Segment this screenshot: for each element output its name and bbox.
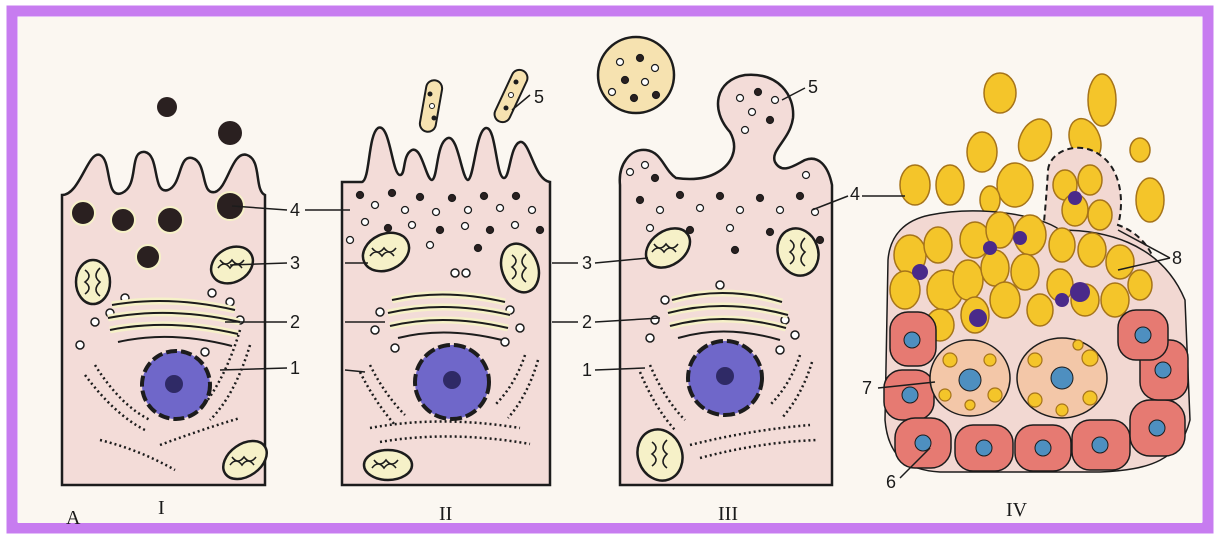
label-4: 4: [850, 184, 860, 204]
nucleus: [688, 341, 762, 415]
panel-roman-II: II: [439, 503, 452, 525]
label-5: 5: [534, 87, 544, 107]
mitochondrion: [364, 450, 412, 480]
panel-roman-I: I: [158, 497, 165, 519]
nucleus: [415, 345, 489, 419]
secretory-granule: [218, 121, 242, 145]
label-3: 3: [290, 253, 300, 273]
secretory-granule: [157, 97, 177, 117]
corner-label: A: [66, 507, 81, 529]
mitochondrion: [76, 260, 110, 304]
released-secretory-vesicle: [598, 37, 674, 113]
label-3: 3: [582, 253, 592, 273]
label-1: 1: [582, 360, 592, 380]
label-7: 7: [862, 378, 872, 398]
label-5: 5: [808, 77, 818, 97]
nucleus: [142, 351, 210, 419]
label-2: 2: [290, 312, 300, 332]
label-2: 2: [582, 312, 592, 332]
label-4: 4: [290, 200, 300, 220]
label-6: 6: [886, 472, 896, 492]
panel-roman-III: III: [718, 503, 738, 525]
label-1: 1: [290, 358, 300, 378]
panel-roman-IV: IV: [1006, 499, 1028, 521]
label-8: 8: [1172, 248, 1182, 268]
